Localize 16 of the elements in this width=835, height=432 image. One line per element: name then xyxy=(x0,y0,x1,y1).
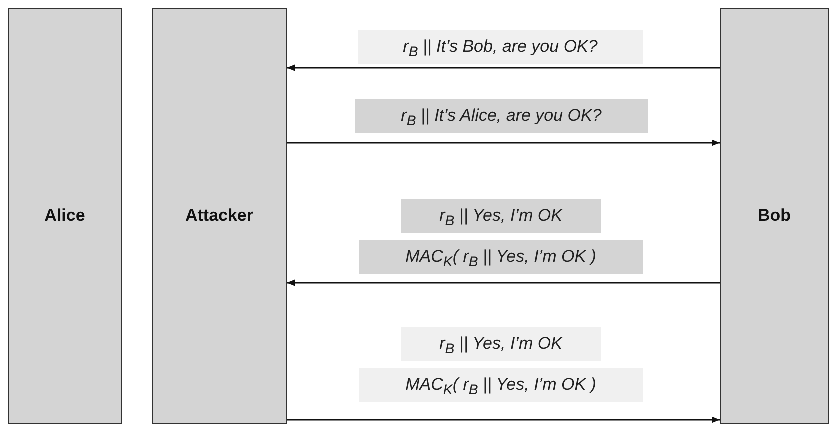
message-arrow xyxy=(287,280,720,286)
participant-name: Attacker xyxy=(185,206,254,226)
message-arrow xyxy=(287,64,720,72)
participant-name: Bob xyxy=(758,206,792,226)
participant-name: Alice xyxy=(44,206,86,226)
message-label: r$_{B}$ || Yes, I’m OK xyxy=(401,199,601,233)
mac-label: MAC$_{K}$( r$_{B}$ || Yes, I’m OK ) xyxy=(359,368,643,402)
message-label: r$_{B}$ || Yes, I’m OK xyxy=(401,327,601,361)
message-arrow xyxy=(287,416,720,424)
mac-label: MAC$_{K}$( r$_{B}$ || Yes, I’m OK ) xyxy=(359,240,643,274)
message-arrow xyxy=(287,140,720,146)
lifeline-bar xyxy=(8,8,122,424)
lifeline-bar xyxy=(152,8,287,424)
lifeline-bar xyxy=(720,8,829,424)
message-label: r$_{B}$ || It’s Bob, are you OK? xyxy=(358,30,643,64)
message-label: r$_{B}$ || It’s Alice, are you OK? xyxy=(355,99,648,133)
